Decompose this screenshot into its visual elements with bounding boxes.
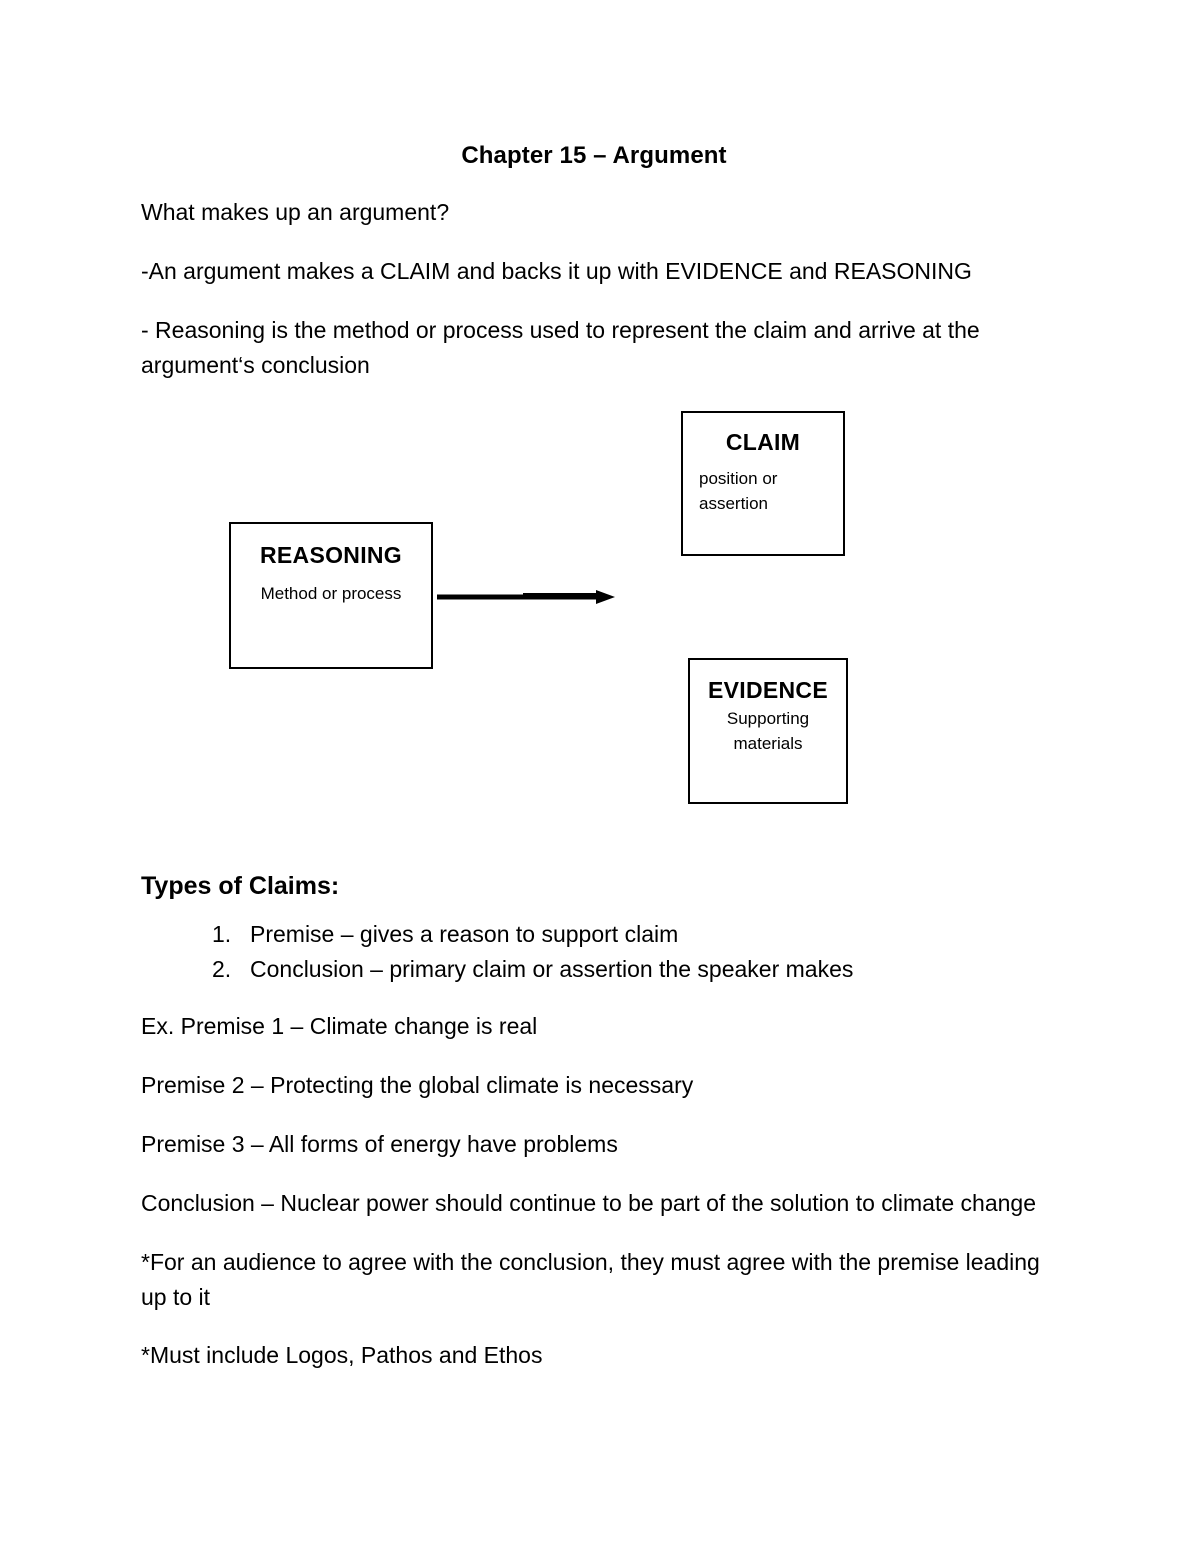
list-item-label: Premise – gives a reason to support clai… — [250, 921, 679, 948]
diagram-box-claim: CLAIM position or assertion — [681, 410, 845, 556]
claim-box-title: CLAIM — [725, 428, 801, 455]
document-content: Chapter 15 – Argument What makes up an a… — [141, 0, 1047, 1373]
list-item: 1. Premise – gives a reason to support c… — [141, 918, 1047, 951]
intro-paragraph-2: -An argument makes a CLAIM and backs it … — [141, 257, 972, 284]
example-paragraph-premise-3: Premise 3 – All forms of energy have pro… — [141, 1130, 618, 1157]
list-item-number: 2. — [212, 956, 232, 983]
reasoning-box-subtitle: Method or process — [260, 584, 402, 604]
claim-types-list: 1. Premise – gives a reason to support c… — [141, 902, 1047, 987]
claim-box-subtitle-line1: position or — [699, 469, 778, 489]
intro-paragraph-3: - Reasoning is the method or process use… — [141, 316, 980, 378]
section-heading-types-of-claims: Types of Claims: — [141, 871, 340, 900]
page-title: Chapter 15 – Argument — [461, 142, 727, 169]
evidence-box-subtitle-line1: Supporting — [726, 709, 810, 729]
list-item-number: 1. — [212, 921, 232, 948]
note-paragraph-logos-pathos-ethos: *Must include Logos, Pathos and Ethos — [141, 1342, 543, 1369]
claim-box-subtitle-line2: assertion — [699, 493, 768, 513]
diagram-box-reasoning: REASONING Method or process — [229, 521, 433, 669]
diagram-box-evidence: EVIDENCE Supporting materials — [688, 657, 848, 804]
reasoning-box-title: REASONING — [260, 541, 402, 568]
intro-paragraph-1: What makes up an argument? — [141, 199, 450, 225]
evidence-box-subtitle: Supporting materials — [690, 703, 846, 756]
example-paragraph-premise-2: Premise 2 – Protecting the global climat… — [141, 1071, 694, 1098]
claim-box-subtitle: position or assertion — [683, 455, 843, 516]
evidence-box-subtitle-line2: materials — [733, 733, 803, 753]
example-paragraph-conclusion: Conclusion – Nuclear power should contin… — [141, 1189, 1036, 1216]
list-item-label: Conclusion – primary claim or assertion … — [250, 956, 854, 983]
arrow-right-icon — [437, 589, 615, 604]
example-paragraph-premise-1: Ex. Premise 1 – Climate change is real — [141, 1012, 538, 1039]
argument-diagram: CLAIM position or assertion REASONING Me… — [141, 397, 1047, 867]
note-paragraph-audience-agreement: *For an audience to agree with the concl… — [141, 1248, 1040, 1310]
list-item: 2. Conclusion – primary claim or asserti… — [141, 953, 1047, 986]
evidence-box-title: EVIDENCE — [708, 676, 828, 703]
